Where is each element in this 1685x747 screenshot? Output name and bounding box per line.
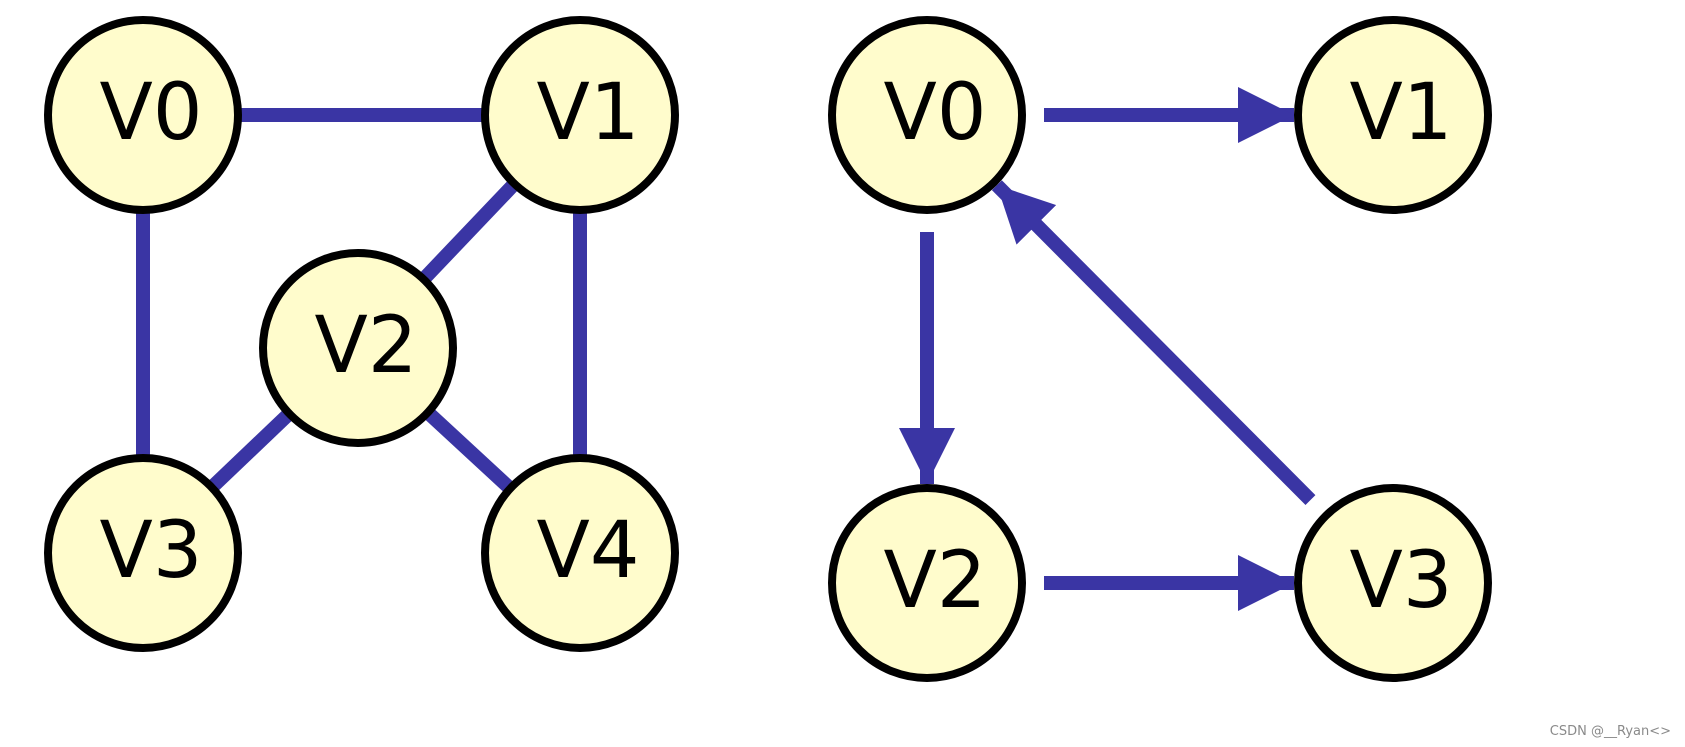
node-circle <box>1294 484 1492 682</box>
directed-node-v3: V3 <box>1294 484 1492 682</box>
undirected-node-v1: V1 <box>481 16 679 214</box>
node-circle <box>481 454 679 652</box>
watermark-text: CSDN @__Ryan<> <box>1549 724 1671 739</box>
undirected-node-v4: V4 <box>481 454 679 652</box>
undirected-node-v3: V3 <box>44 454 242 652</box>
node-label: V3 <box>1350 536 1453 626</box>
node-label: V0 <box>100 68 203 158</box>
node-circle <box>1294 16 1492 214</box>
node-label: V4 <box>537 506 640 596</box>
node-label: V1 <box>537 68 640 158</box>
directed-node-v0: V0 <box>828 16 1026 214</box>
undirected-edge-v2-v4 <box>424 408 514 493</box>
node-label: V3 <box>100 506 203 596</box>
node-circle <box>44 454 242 652</box>
undirected-node-v2: V2 <box>259 249 457 447</box>
edges-layer <box>136 87 1316 611</box>
directed-node-v2: V2 <box>828 484 1026 682</box>
undirected-edge-v1-v2 <box>419 180 519 283</box>
directed-node-v1: V1 <box>1294 16 1492 214</box>
node-circle <box>828 16 1026 214</box>
node-circle <box>44 16 242 214</box>
node-circle <box>828 484 1026 682</box>
node-label: V2 <box>315 301 418 391</box>
directed-edge-v3-v0 <box>991 180 1316 506</box>
undirected-edge-v2-v3 <box>208 409 293 492</box>
undirected-node-v0: V0 <box>44 16 242 214</box>
node-label: V1 <box>1350 68 1453 158</box>
node-circle <box>259 249 457 447</box>
node-label: V2 <box>884 536 987 626</box>
node-label: V0 <box>884 68 987 158</box>
node-circle <box>481 16 679 214</box>
